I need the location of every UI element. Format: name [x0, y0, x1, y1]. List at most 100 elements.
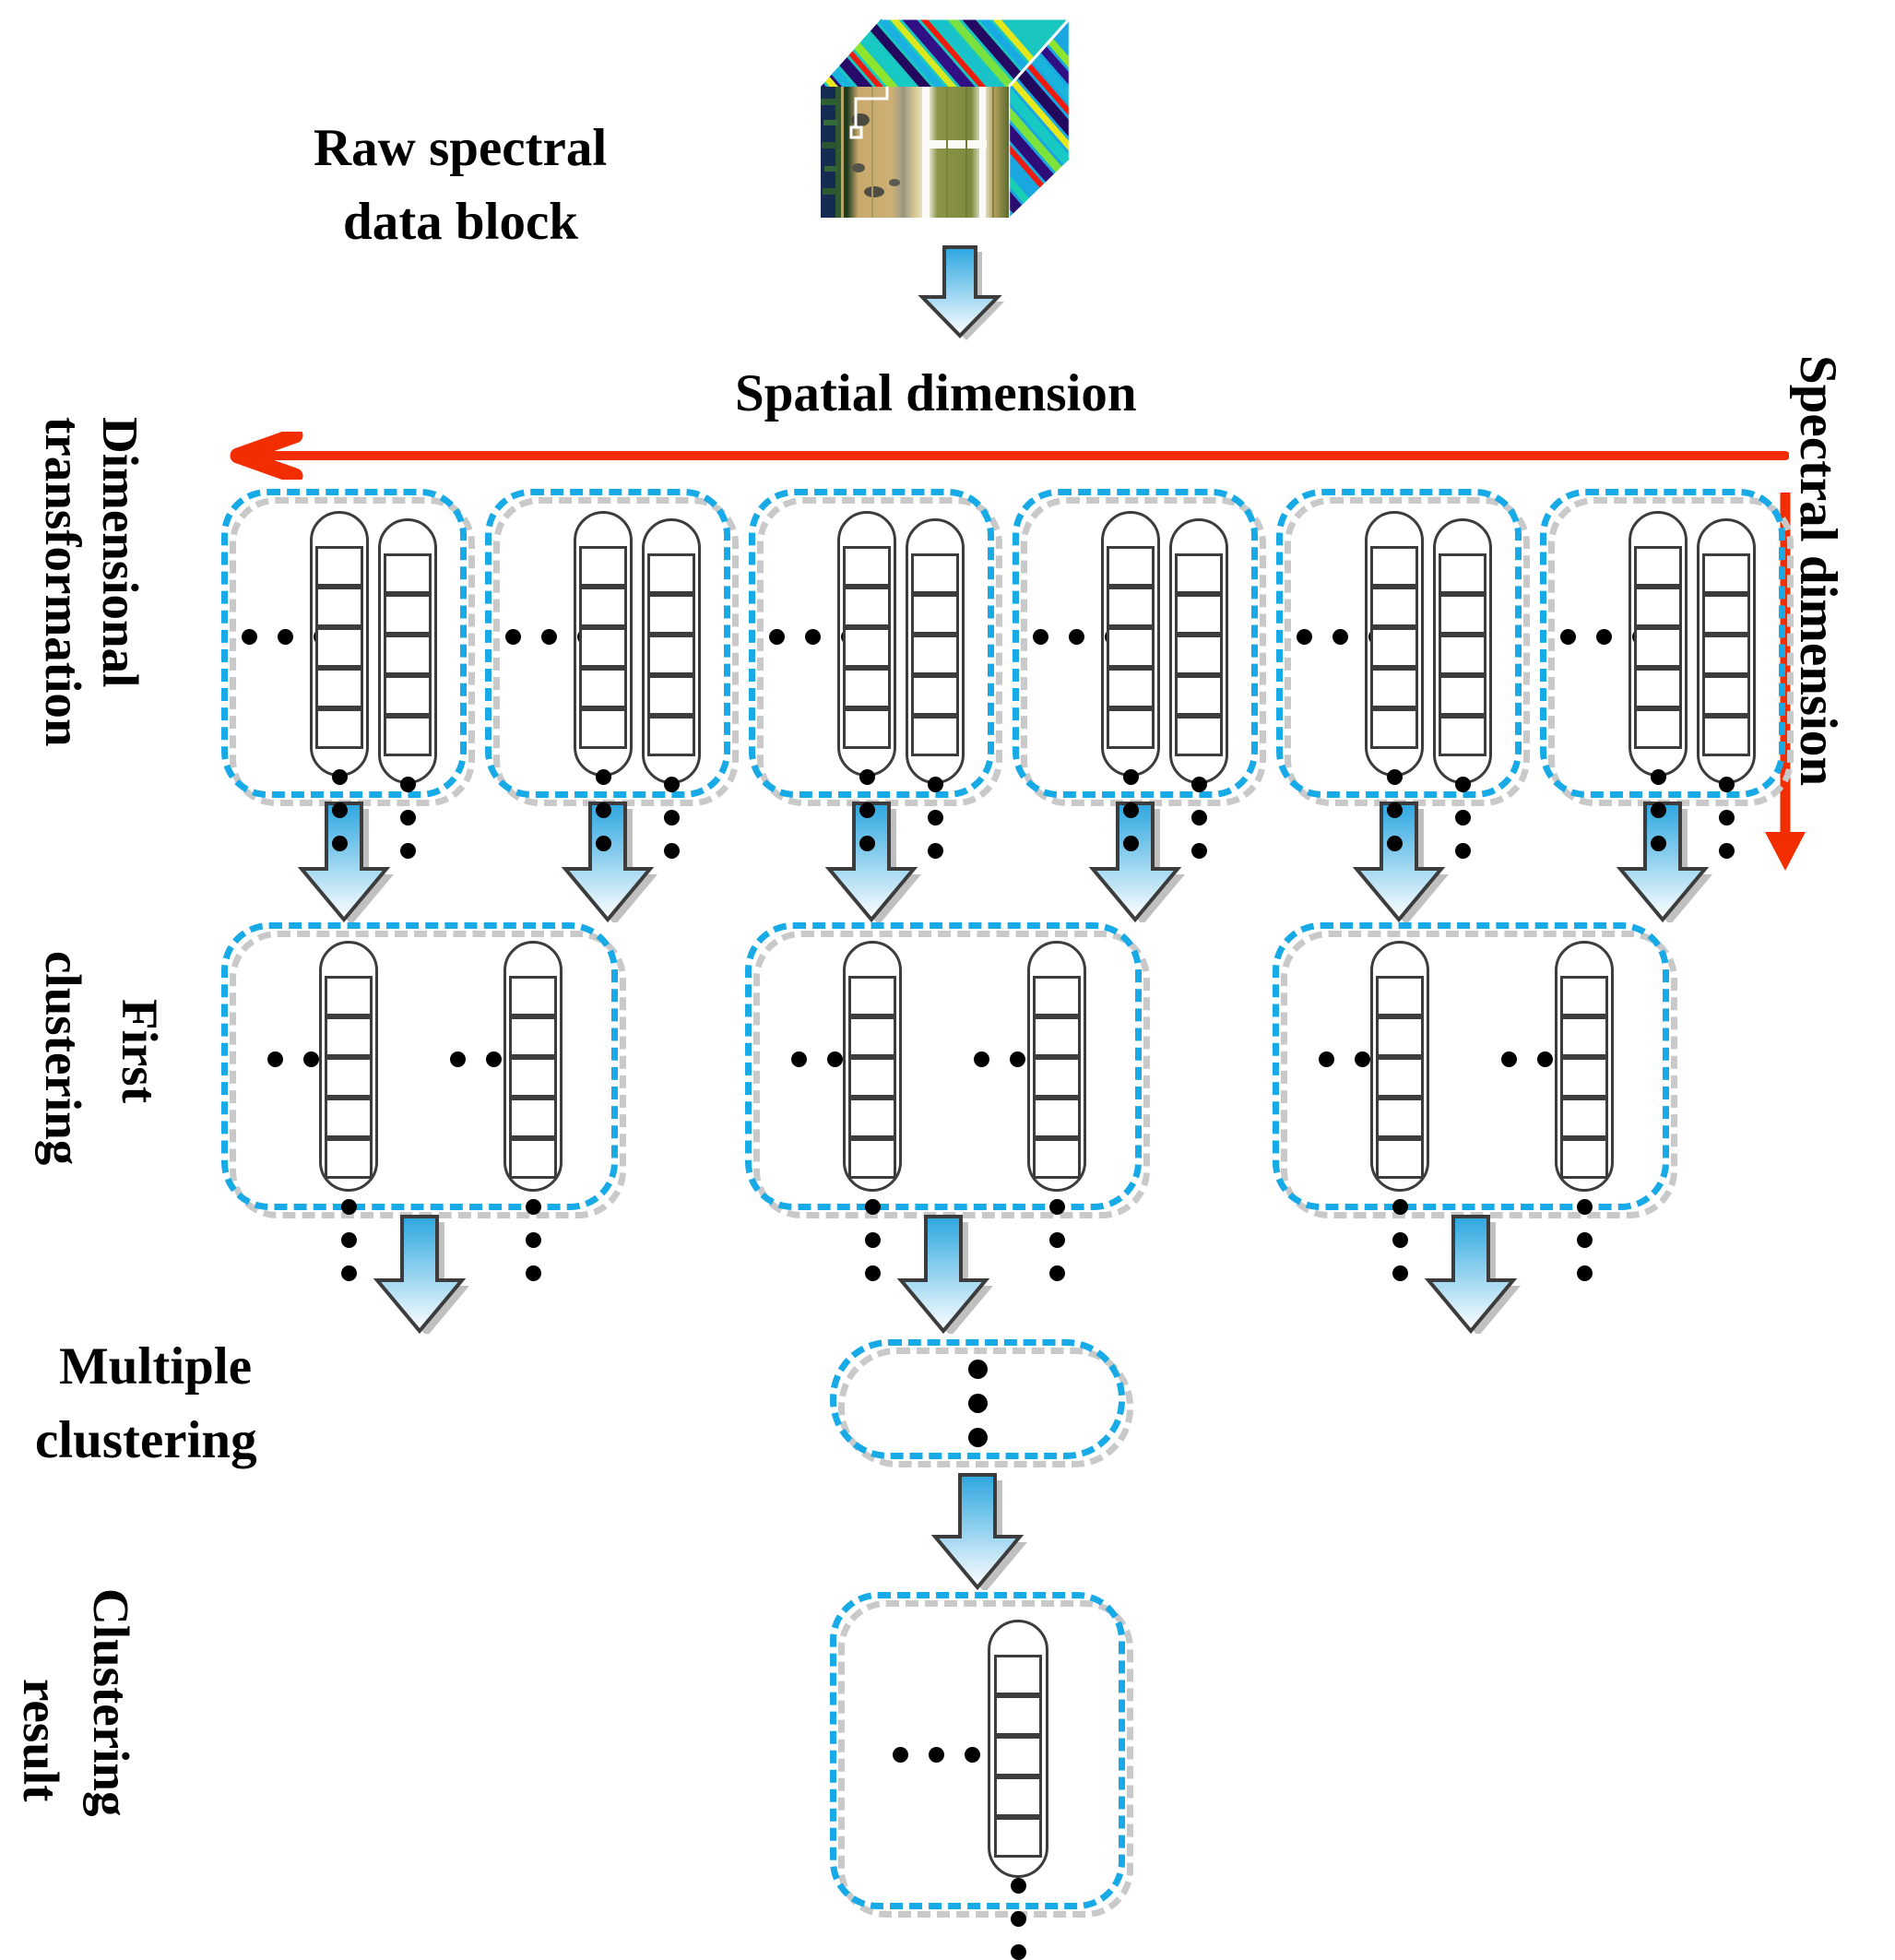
row2-feature-capsule-cell [325, 1057, 373, 1098]
down-block-arrow-icon [1424, 1215, 1521, 1334]
row1-feature-capsule-cell [1439, 675, 1486, 716]
row1-feature-capsule-cell [647, 553, 695, 594]
row1-feature-capsule-cell [315, 587, 363, 627]
row1-cluster-box[interactable] [1276, 489, 1522, 798]
row2-cluster-box[interactable] [221, 922, 618, 1210]
row2-feature-capsule-cell [509, 1016, 557, 1057]
row1-feature-capsule-vertical-ellipsis-dot [859, 769, 875, 785]
row1-feature-capsule-cell [1634, 546, 1682, 587]
row2-feature-capsule-vertical-ellipsis-dot [1048, 1265, 1065, 1281]
row1-cluster-box[interactable] [485, 489, 730, 798]
down-block-arrow-icon [918, 245, 1004, 340]
row2-feature-capsule-cell [848, 1016, 896, 1057]
down-block-arrow-icon [896, 1215, 993, 1334]
row1-feature-capsule-cell [1634, 627, 1682, 668]
row1-feature-capsule-cell [1702, 635, 1750, 675]
row2-feature-capsule-vertical-ellipsis-dot [864, 1199, 881, 1215]
down-block-arrow-icon [930, 1473, 1027, 1590]
row1-feature-capsule-vertical-ellipsis-dot [1454, 810, 1471, 826]
row1-feature-capsule-vertical-ellipsis-dot [1650, 769, 1666, 785]
row1-feature-capsule-vertical-ellipsis-dot [663, 843, 680, 859]
row1-feature-capsule-cell [579, 587, 627, 627]
row2-feature-capsule-vertical-ellipsis-dot [340, 1199, 357, 1215]
row1-feature-capsule-cell [1370, 708, 1418, 749]
hyperspectral-cube-icon [821, 18, 1070, 218]
row1-feature-capsule-cell [384, 675, 432, 716]
row1-cluster-box[interactable] [221, 489, 467, 798]
row2-feature-capsule-cell [509, 1138, 557, 1179]
row2-feature-capsule-cell [325, 1138, 373, 1179]
row1-feature-capsule-vertical-ellipsis-dot [331, 836, 348, 851]
row1-feature-capsule-cell [1702, 675, 1750, 716]
row2-feature-capsule-cell [1376, 1016, 1424, 1057]
row1-feature-capsule-cell [1107, 546, 1155, 587]
row2-feature-capsule-vertical-ellipsis-dot [1576, 1199, 1593, 1215]
clustering-label: clustering [35, 951, 91, 1166]
row4-result-capsule-cell [994, 1695, 1042, 1736]
row1-cluster-box[interactable] [749, 489, 994, 798]
row1-feature-capsule-cell [1439, 594, 1486, 635]
row2-cluster-box[interactable] [1273, 922, 1669, 1210]
row2-feature-capsule-cell [1033, 1098, 1081, 1138]
down-block-arrow-icon [824, 802, 921, 922]
multiple-clustering-label-line1: Multiple [59, 1337, 252, 1396]
multiple-clustering-label-line2: clustering [35, 1411, 257, 1469]
row1-feature-capsule-vertical-ellipsis-dot [1386, 802, 1403, 818]
row1-feature-capsule-cell [315, 668, 363, 708]
row1-feature-capsule-cell [1439, 716, 1486, 756]
row1-feature-capsule-cell [843, 587, 891, 627]
row1-feature-capsule-cell [911, 553, 959, 594]
row1-feature-capsule-vertical-ellipsis-dot [927, 777, 943, 792]
row3-vertical-ellipsis-dot [968, 1428, 988, 1447]
row2-cluster-box[interactable] [745, 922, 1142, 1210]
raw-block-label-line1: Raw spectral [314, 119, 608, 177]
row1-feature-capsule-cell [647, 594, 695, 635]
row1-feature-capsule-vertical-ellipsis-dot [1190, 777, 1207, 792]
row2-feature-capsule-vertical-ellipsis-dot [1048, 1232, 1065, 1248]
row2-feature-capsule-cell [1033, 1016, 1081, 1057]
row1-feature-capsule-vertical-ellipsis-dot [331, 802, 348, 818]
row1-feature-capsule-cell [315, 546, 363, 587]
row2-feature-capsule-cell [1033, 1057, 1081, 1098]
row1-feature-capsule-cell [1634, 668, 1682, 708]
row1-feature-capsule-vertical-ellipsis-dot [1454, 777, 1471, 792]
row2-feature-capsule-cell [1376, 1098, 1424, 1138]
row2-feature-capsule-cell [325, 976, 373, 1016]
row1-feature-capsule-vertical-ellipsis-dot [1122, 769, 1139, 785]
row2-feature-capsule-cell [848, 976, 896, 1016]
row1-feature-capsule-cell [1107, 668, 1155, 708]
row1-feature-capsule-vertical-ellipsis-dot [595, 769, 611, 785]
row2-feature-capsule-cell [1033, 976, 1081, 1016]
row2-feature-capsule-vertical-ellipsis-dot [340, 1232, 357, 1248]
row2-feature-capsule-vertical-ellipsis-dot [1048, 1199, 1065, 1215]
row4-result-capsule-vertical-ellipsis-dot [1010, 1944, 1026, 1960]
row1-feature-capsule-cell [1370, 546, 1418, 587]
row2-feature-capsule-vertical-ellipsis-dot [525, 1232, 541, 1248]
row1-feature-capsule-cell [1107, 708, 1155, 749]
row2-feature-capsule-vertical-ellipsis-dot [1392, 1199, 1408, 1215]
row3-cluster-box[interactable] [830, 1339, 1125, 1459]
row1-feature-capsule-cell [1175, 716, 1223, 756]
row4-cluster-box[interactable] [830, 1592, 1125, 1909]
row1-cluster-box[interactable] [1013, 489, 1258, 798]
row1-feature-capsule-vertical-ellipsis-dot [1386, 836, 1403, 851]
row1-feature-capsule-vertical-ellipsis-dot [595, 802, 611, 818]
row1-feature-capsule-cell [1702, 716, 1750, 756]
row1-feature-capsule-cell [1175, 553, 1223, 594]
row1-cluster-box[interactable] [1540, 489, 1785, 798]
down-block-arrow-icon [373, 1215, 469, 1334]
row2-feature-capsule-cell [1560, 976, 1608, 1016]
row1-feature-capsule-cell [579, 627, 627, 668]
row1-feature-capsule-cell [384, 553, 432, 594]
row2-feature-capsule-cell [848, 1138, 896, 1179]
row1-feature-capsule-vertical-ellipsis-dot [1718, 777, 1735, 792]
row4-result-capsule-vertical-ellipsis-dot [1010, 1911, 1026, 1927]
row2-feature-capsule-cell [1560, 1098, 1608, 1138]
row4-result-capsule-cell [994, 1736, 1042, 1776]
row1-feature-capsule-cell [1439, 635, 1486, 675]
row1-feature-capsule-vertical-ellipsis-dot [1454, 843, 1471, 859]
row1-feature-capsule-vertical-ellipsis-dot [1122, 802, 1139, 818]
row1-feature-capsule-cell [384, 635, 432, 675]
row2-feature-capsule-cell [509, 1098, 557, 1138]
